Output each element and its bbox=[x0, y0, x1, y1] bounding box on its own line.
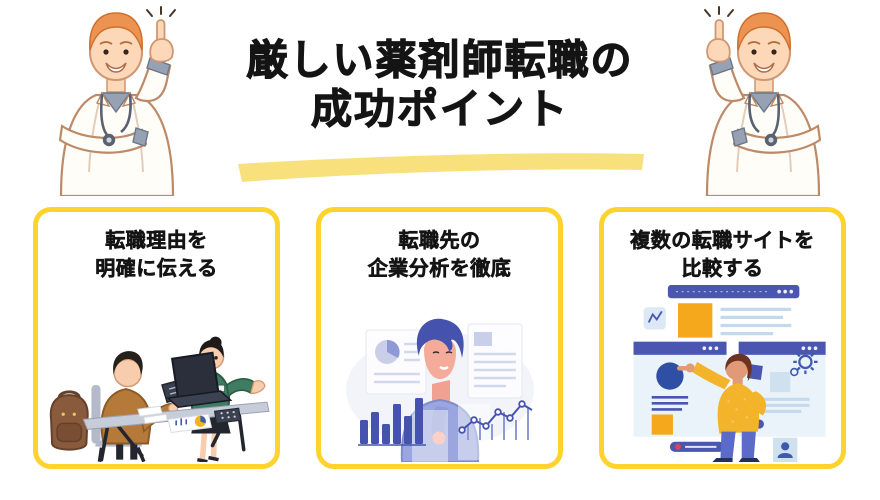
doctor-figure bbox=[704, 6, 822, 196]
stethoscope-icon bbox=[748, 93, 781, 147]
company-analysis-illustration bbox=[345, 318, 534, 462]
man-from-behind bbox=[676, 353, 766, 462]
page-title-line2: 成功ポイント bbox=[310, 85, 569, 134]
text-lines-top bbox=[719, 307, 791, 336]
page-title: 厳しい薬剤師転職の 成功ポイント bbox=[150, 35, 730, 134]
card-clear-reason: 転職理由を 明確に伝える bbox=[33, 207, 280, 469]
card-title-line1: 転職理由を bbox=[105, 228, 208, 253]
card-title: 転職理由を 明確に伝える bbox=[38, 226, 275, 282]
card-title-line1: 転職先の bbox=[398, 228, 481, 253]
line-chart bbox=[457, 400, 533, 440]
laptop bbox=[165, 351, 232, 409]
top-browser-bar bbox=[667, 285, 799, 299]
job-interview-illustration bbox=[49, 336, 270, 462]
mini-chart-tile bbox=[643, 307, 666, 330]
card-title-line2: 企業分析を徹底 bbox=[367, 256, 512, 281]
desk bbox=[82, 401, 270, 462]
slider-control bbox=[669, 441, 725, 452]
stethoscope-icon bbox=[99, 93, 132, 147]
backpack bbox=[49, 390, 89, 451]
card-title: 転職先の 企業分析を徹底 bbox=[321, 226, 558, 282]
doctor-figure bbox=[58, 6, 176, 196]
sparkle-icon bbox=[704, 6, 734, 17]
browser-window-left bbox=[633, 341, 727, 437]
card-title-line1: 複数の転職サイトを bbox=[630, 228, 815, 253]
card-title: 複数の転職サイトを 比較する bbox=[604, 226, 841, 282]
gear-icon bbox=[789, 349, 818, 377]
card-compare-sites: 複数の転職サイトを 比較する bbox=[599, 207, 846, 469]
report-panel-right bbox=[467, 323, 522, 399]
documents bbox=[136, 405, 168, 424]
orange-tile bbox=[677, 303, 712, 338]
report-panel-left bbox=[365, 329, 426, 395]
sparkle-icon bbox=[146, 6, 176, 17]
person-icon-tile bbox=[772, 437, 797, 462]
card-title-line2: 明確に伝える bbox=[95, 256, 218, 281]
page-title-line1: 厳しい薬剤師転職の bbox=[246, 35, 634, 84]
doctor-illustration-left bbox=[58, 6, 176, 196]
card-title-line2: 比較する bbox=[681, 256, 764, 281]
pie-chart-sheet bbox=[166, 413, 212, 434]
calculator-icon bbox=[213, 407, 241, 424]
comparing-sites-illustration bbox=[633, 285, 826, 462]
highlighted-circle bbox=[655, 362, 684, 390]
title-highlight-stroke bbox=[238, 153, 644, 182]
card-company-analysis: 転職先の 企業分析を徹底 bbox=[316, 207, 563, 469]
bar-chart bbox=[357, 398, 426, 446]
doctor-illustration-right bbox=[704, 6, 822, 196]
